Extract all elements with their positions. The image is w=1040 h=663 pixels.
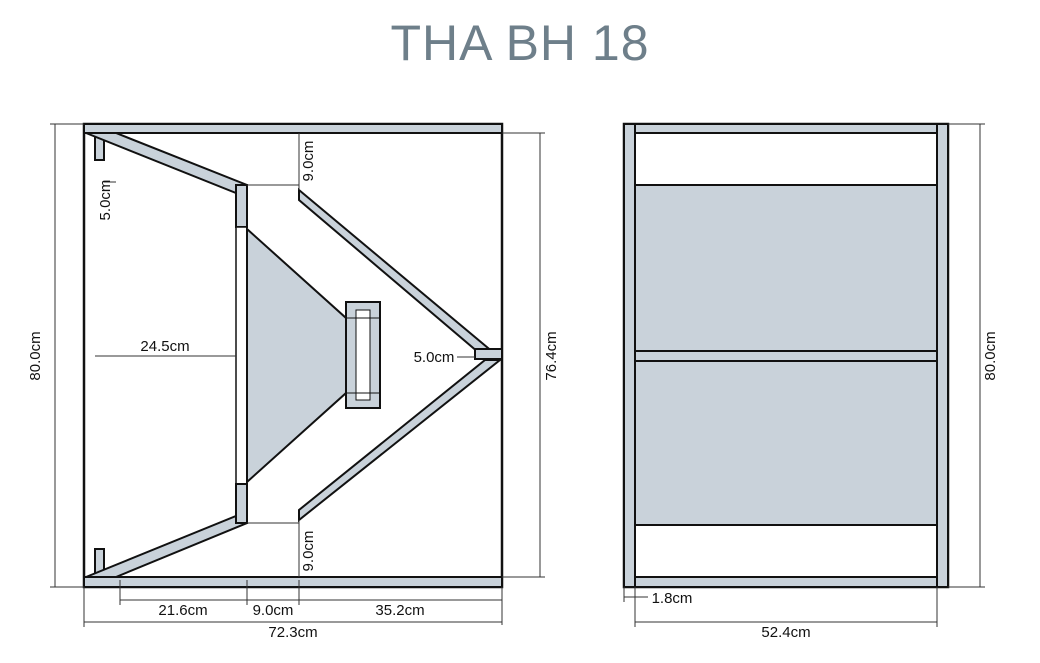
nose-brace xyxy=(474,348,503,360)
label-front-height: 80.0cm xyxy=(27,331,44,380)
label-front-inner-height: 76.4cm xyxy=(543,331,560,380)
label-seg-2: 9.0cm xyxy=(253,602,294,619)
side-top-panel xyxy=(634,123,938,134)
label-throat-top: 9.0cm xyxy=(300,141,317,182)
baffle-lower xyxy=(235,483,248,524)
label-brace-nose: 5.0cm xyxy=(414,349,455,366)
side-nose-brace xyxy=(634,350,938,362)
front-bottom-panel xyxy=(83,576,503,588)
label-depth-mid: 24.5cm xyxy=(140,338,189,355)
label-seg-3: 35.2cm xyxy=(375,602,424,619)
diagram-title: THA BH 18 xyxy=(390,15,650,71)
label-throat-bottom: 9.0cm xyxy=(300,531,317,572)
side-view: 80.0cm 52.4cm 1.8cm xyxy=(622,122,999,641)
baffle-middle xyxy=(235,226,248,485)
baffle-upper xyxy=(235,184,248,228)
label-front-width: 72.3cm xyxy=(268,624,317,641)
label-brace-side: 5.0cm xyxy=(97,180,114,221)
side-right-panel xyxy=(936,123,949,588)
label-side-height: 80.0cm xyxy=(982,331,999,380)
side-left-panel xyxy=(623,123,636,588)
front-top-panel xyxy=(83,123,503,134)
driver-magnet-core xyxy=(355,309,371,401)
side-bottom-panel xyxy=(634,576,938,588)
side-horn-lower xyxy=(634,360,938,526)
front-view: 80.0cm 76.4cm 21.6cm 9.0cm 35.2cm 72.3cm… xyxy=(27,122,560,641)
side-horn-upper xyxy=(634,184,938,352)
label-seg-1: 21.6cm xyxy=(158,602,207,619)
label-panel-thickness: 1.8cm xyxy=(652,590,693,607)
label-side-width: 52.4cm xyxy=(761,624,810,641)
